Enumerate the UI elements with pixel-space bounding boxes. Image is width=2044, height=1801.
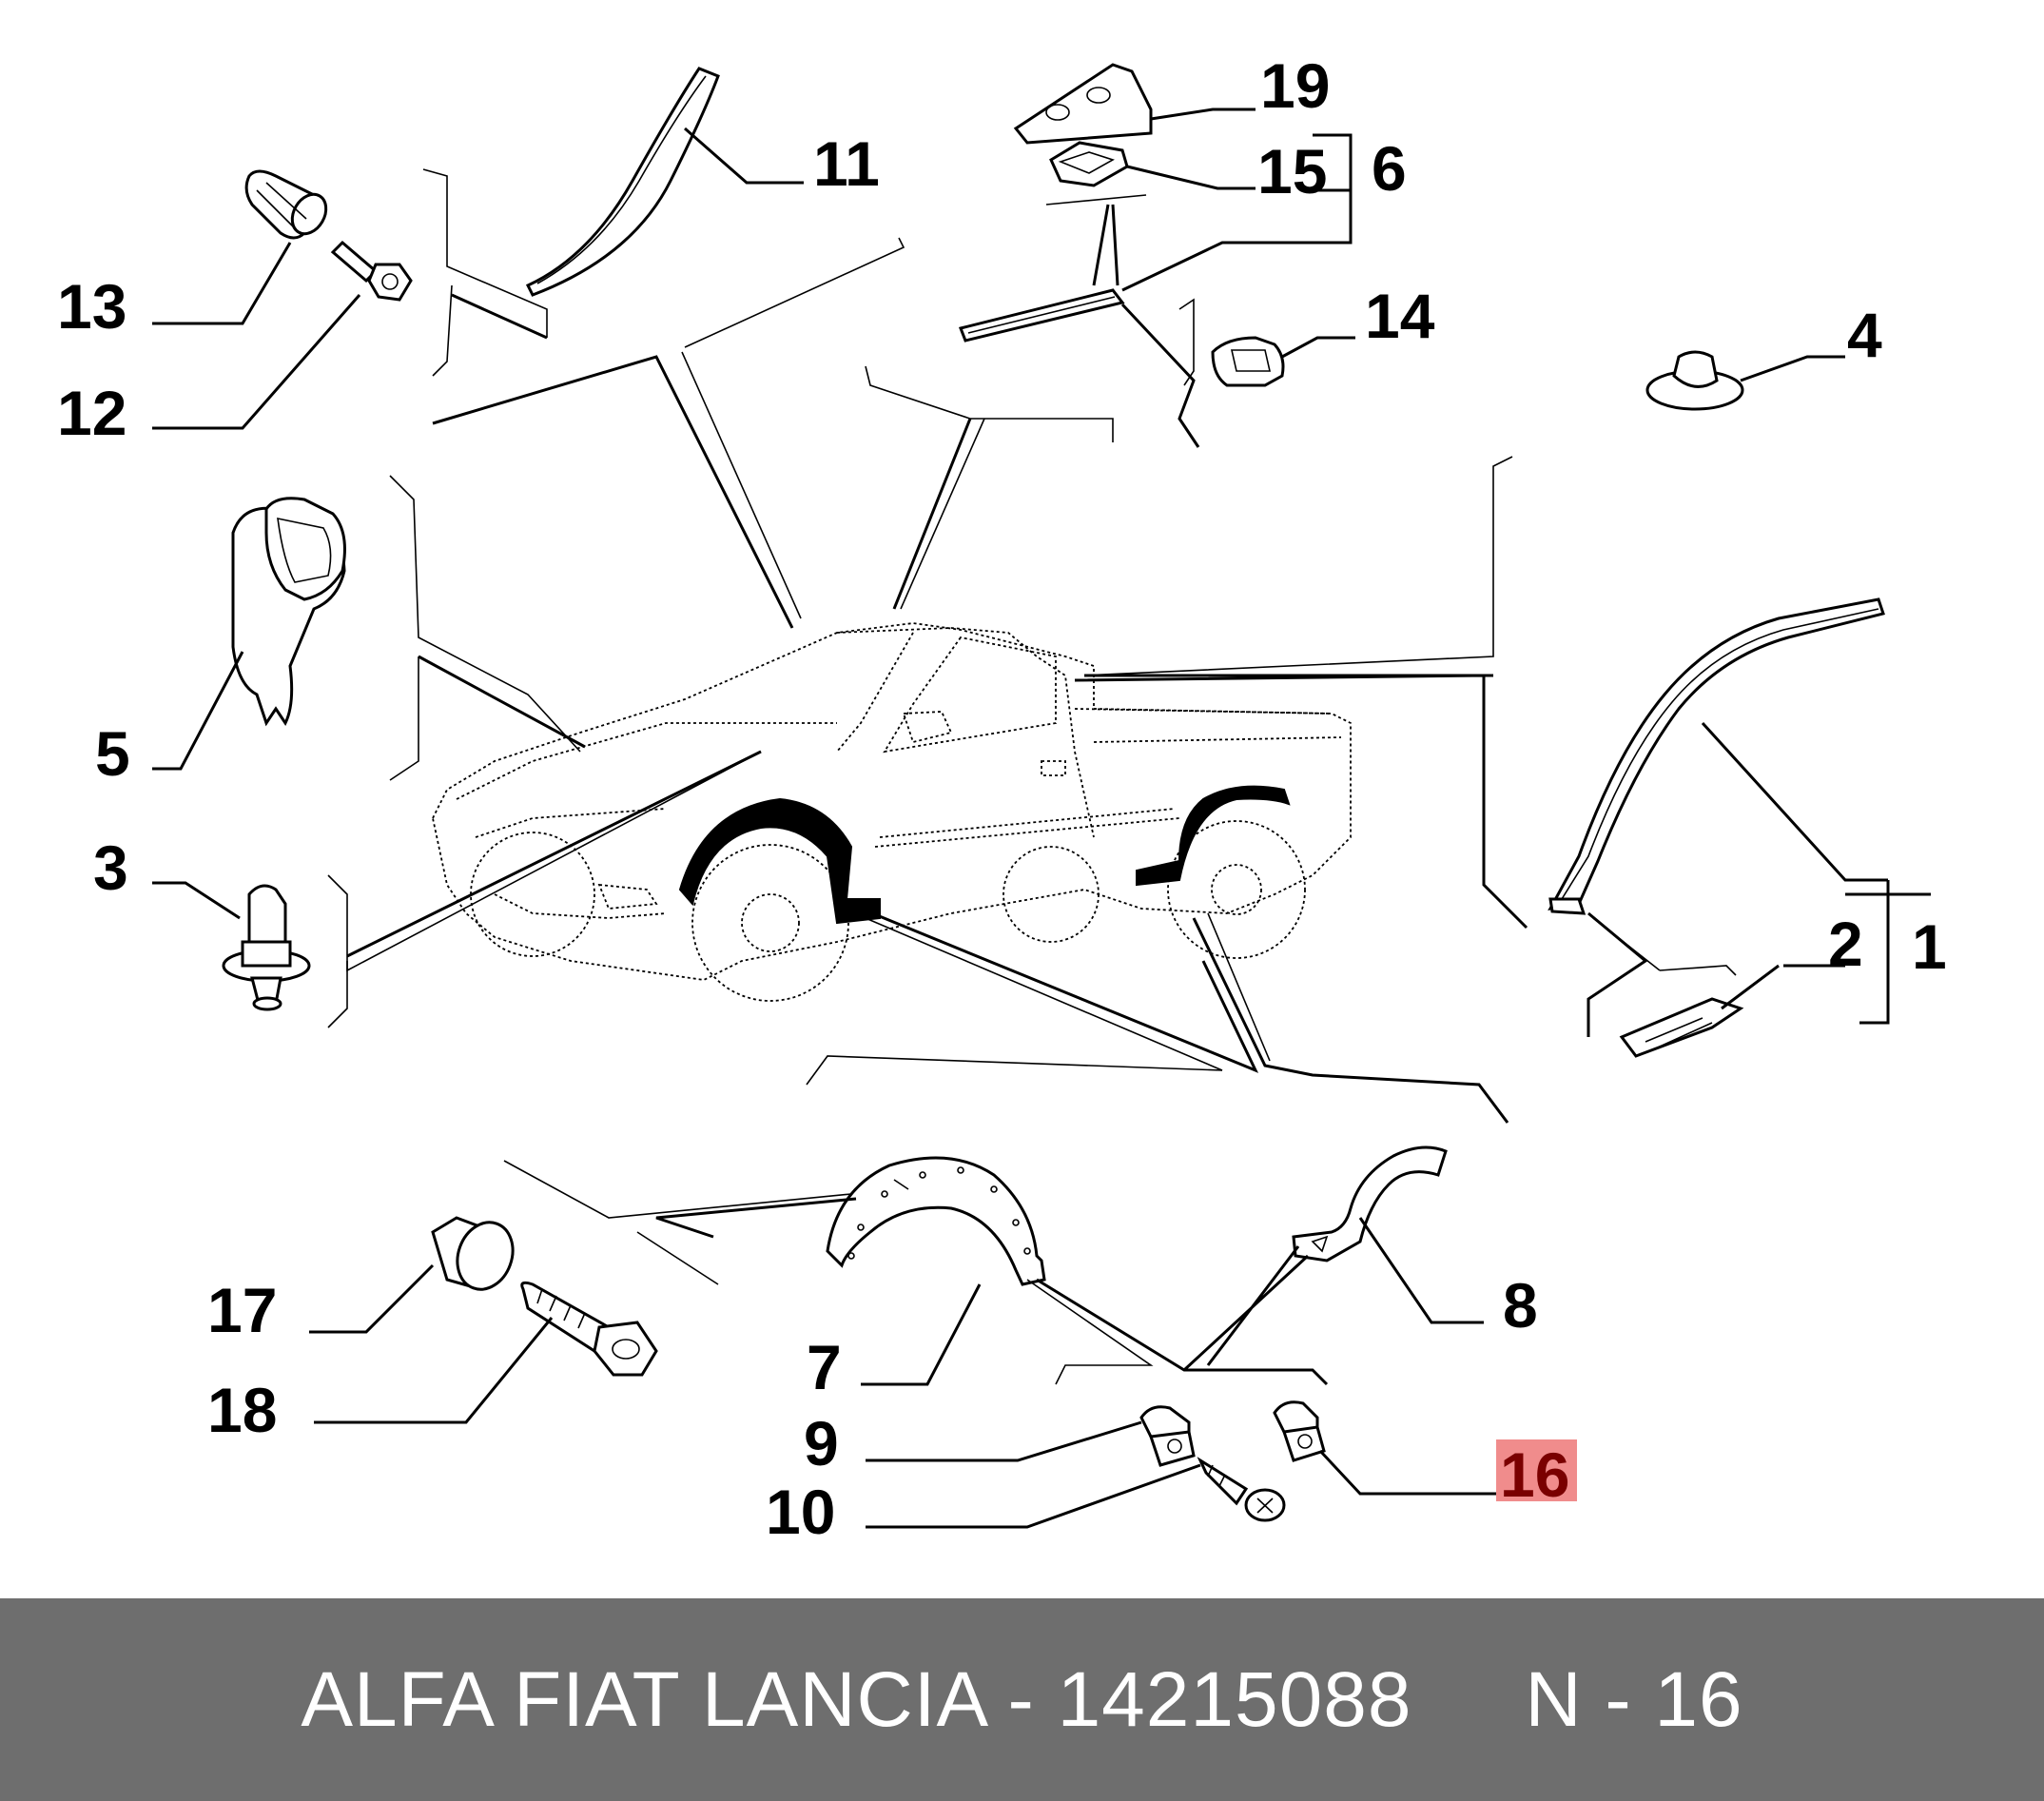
seal-strip-6 — [958, 288, 1125, 343]
screw-icon — [330, 240, 413, 302]
label-11: 11 — [813, 128, 880, 199]
label-19: 19 — [1260, 50, 1330, 121]
clip-9 — [1139, 1405, 1196, 1467]
bracket-19 — [1013, 63, 1153, 145]
label-1: 1 — [1912, 911, 1947, 982]
nut-icon — [1645, 350, 1744, 411]
fender-arch-icon — [826, 1156, 1046, 1286]
screw-18 — [520, 1281, 658, 1377]
callout-labels: 1 2 3 4 5 6 7 8 9 10 11 12 13 14 15 16 1… — [57, 50, 1947, 1547]
label-8: 8 — [1503, 1270, 1538, 1341]
label-9: 9 — [804, 1408, 839, 1478]
label-3: 3 — [93, 832, 128, 903]
clip-16 — [1273, 1400, 1326, 1462]
label-17: 17 — [207, 1275, 277, 1345]
label-6: 6 — [1372, 133, 1407, 204]
footer-bar: ALFA FIAT LANCIA - 14215088 N - 16 — [0, 1598, 2044, 1801]
label-10: 10 — [766, 1477, 835, 1547]
footer-title: ALFA FIAT LANCIA - 14215088 N - 16 — [301, 1655, 1743, 1743]
label-13: 13 — [57, 271, 127, 342]
bracket-5 — [231, 497, 346, 727]
clip-15 — [1049, 141, 1129, 187]
label-12: 12 — [57, 378, 127, 448]
parts-diagram: 1 2 3 4 5 6 7 8 9 10 11 12 13 14 15 16 1… — [57, 50, 1947, 1547]
clip-2b — [1619, 997, 1744, 1058]
label-16: 16 — [1500, 1439, 1569, 1510]
label-18: 18 — [207, 1375, 277, 1445]
plug-17 — [431, 1216, 515, 1291]
label-15: 15 — [1257, 136, 1327, 206]
screw-10 — [1197, 1457, 1286, 1522]
label-5: 5 — [95, 718, 130, 789]
label-2: 2 — [1828, 909, 1863, 979]
fender-arch-8 — [1292, 1145, 1448, 1263]
clip-icon — [222, 884, 311, 1011]
plug-icon — [244, 169, 328, 240]
highlight-box — [1496, 1439, 1577, 1501]
seal-strip-11 — [525, 67, 804, 297]
label-14: 14 — [1365, 281, 1435, 351]
label-4: 4 — [1847, 300, 1882, 370]
clip-14 — [1211, 336, 1285, 387]
seal-strip-2 — [1548, 597, 1885, 915]
label-7: 7 — [807, 1332, 842, 1402]
car-pickup-icon — [432, 622, 1352, 1002]
